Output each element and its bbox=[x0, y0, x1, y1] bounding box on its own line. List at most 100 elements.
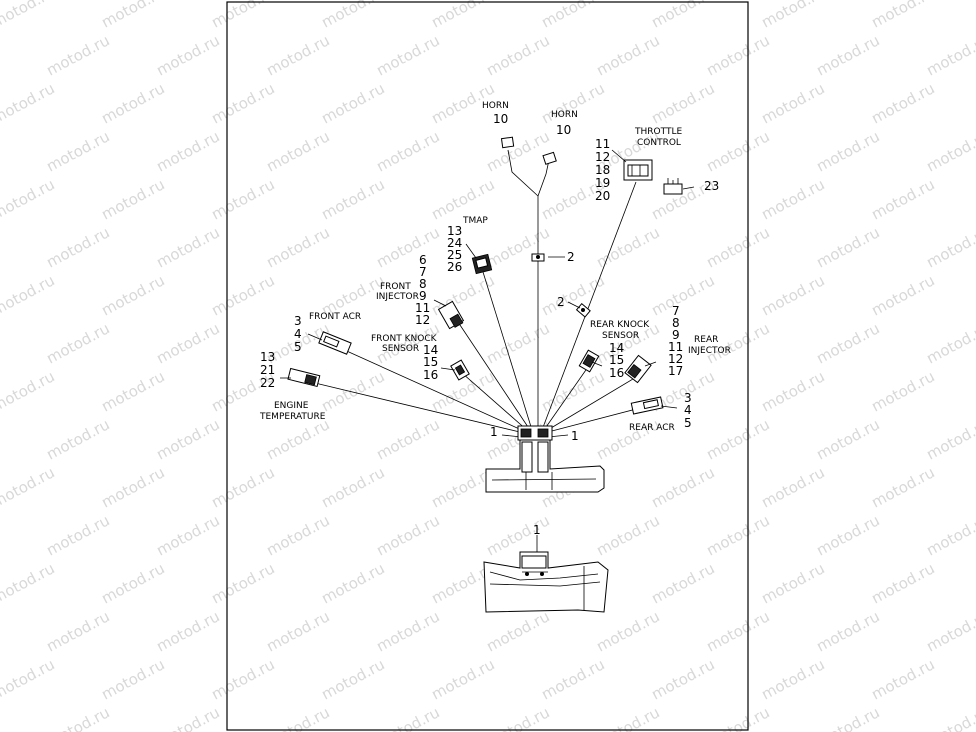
label-rear-acr: REAR ACR bbox=[629, 423, 675, 433]
watermark-text: motod.ru bbox=[208, 0, 277, 32]
watermark-text: motod.ru bbox=[153, 415, 222, 463]
watermark-text: motod.ru bbox=[263, 223, 332, 271]
label-throttle-control: THROTTLE bbox=[634, 127, 682, 137]
watermark-text: motod.ru bbox=[153, 31, 222, 79]
label-rear-injector-2: INJECTOR bbox=[688, 346, 731, 356]
watermark-text: motod.ru bbox=[813, 511, 882, 559]
callout-tmap-2: 25 bbox=[447, 248, 462, 262]
watermark-text: motod.ru bbox=[153, 703, 222, 732]
callout-front-acr-1: 4 bbox=[294, 327, 302, 341]
callout-hub-left: 1 bbox=[490, 425, 498, 439]
watermark-text: motod.ru bbox=[703, 511, 772, 559]
watermark-text: motod.ru bbox=[98, 655, 167, 703]
callout-front-injector-1: 7 bbox=[419, 265, 427, 279]
watermark-text: motod.ru bbox=[318, 367, 387, 415]
watermark-text: motod.ru bbox=[483, 127, 552, 175]
watermark-text: motod.ru bbox=[318, 655, 387, 703]
watermark-text: motod.ru bbox=[208, 559, 277, 607]
watermark-text: motod.ru bbox=[263, 703, 332, 732]
callout-rear-injector-5: 17 bbox=[668, 364, 683, 378]
callout-tmap-3: 26 bbox=[447, 260, 462, 274]
watermark-text: motod.ru bbox=[648, 0, 717, 32]
watermark-text: motod.ru bbox=[923, 127, 976, 175]
watermark-text: motod.ru bbox=[373, 607, 442, 655]
watermark-text: motod.ru bbox=[373, 511, 442, 559]
watermark-text: motod.ru bbox=[868, 655, 937, 703]
watermark-text: motod.ru bbox=[758, 271, 827, 319]
label-front-injector: FRONT bbox=[380, 282, 411, 292]
watermark-text: motod.ru bbox=[648, 463, 717, 511]
callout-clip-lower: 2 bbox=[557, 295, 565, 309]
watermark-text: motod.ru bbox=[43, 511, 112, 559]
watermark-text: motod.ru bbox=[98, 463, 167, 511]
callout-lower-view: 1 bbox=[533, 523, 541, 537]
callout-front-knock-1: 15 bbox=[423, 355, 438, 369]
watermark-text: motod.ru bbox=[758, 463, 827, 511]
watermark-text: motod.ru bbox=[538, 0, 607, 32]
watermark-text: motod.ru bbox=[373, 31, 442, 79]
watermark-text: motod.ru bbox=[0, 271, 58, 319]
watermark-text: motod.ru bbox=[0, 415, 3, 463]
watermark-text: motod.ru bbox=[208, 463, 277, 511]
callout-front-injector-5: 12 bbox=[415, 313, 430, 327]
callout-engine-temp-2: 22 bbox=[260, 376, 275, 390]
watermark-text: motod.ru bbox=[373, 127, 442, 175]
callout-engine-temp-1: 21 bbox=[260, 363, 275, 377]
label-rear-injector: REAR bbox=[694, 335, 718, 345]
watermark-text: motod.ru bbox=[483, 703, 552, 732]
watermark-text: motod.ru bbox=[923, 223, 976, 271]
watermark-text: motod.ru bbox=[593, 223, 662, 271]
callout-engine-temp-0: 13 bbox=[260, 350, 275, 364]
watermark-text: motod.ru bbox=[373, 223, 442, 271]
watermark-text: motod.ru bbox=[758, 367, 827, 415]
callout-rear-injector-0: 7 bbox=[672, 304, 680, 318]
watermark-text: motod.ru bbox=[923, 31, 976, 79]
label-front-knock-2: SENSOR bbox=[382, 344, 419, 354]
watermark-text: motod.ru bbox=[0, 463, 58, 511]
label-throttle-control-2: CONTROL bbox=[637, 138, 681, 148]
callout-front-injector-4: 11 bbox=[415, 301, 430, 315]
callout-tmap-1: 24 bbox=[447, 236, 462, 250]
watermark-text: motod.ru bbox=[648, 271, 717, 319]
callout-rear-injector-3: 11 bbox=[668, 340, 683, 354]
watermark-text: motod.ru bbox=[373, 703, 442, 732]
watermark-text: motod.ru bbox=[98, 79, 167, 127]
watermark-text: motod.ru bbox=[43, 607, 112, 655]
watermark-text: motod.ru bbox=[813, 415, 882, 463]
part-labels: HORN HORN THROTTLE CONTROL TMAP FRONT IN… bbox=[259, 101, 731, 433]
watermark-text: motod.ru bbox=[758, 655, 827, 703]
watermark-text: motod.ru bbox=[43, 703, 112, 732]
callout-rear-injector-2: 9 bbox=[672, 328, 680, 342]
lower-clip bbox=[575, 303, 591, 318]
watermark-text: motod.ru bbox=[0, 223, 3, 271]
watermark-text: motod.ru bbox=[0, 607, 3, 655]
watermark-text: motod.ru bbox=[428, 271, 497, 319]
harness-wires bbox=[314, 149, 641, 434]
watermark-text: motod.ru bbox=[0, 127, 3, 175]
watermark-text: motod.ru bbox=[263, 415, 332, 463]
watermark-text: motod.ru bbox=[703, 415, 772, 463]
watermark-text: motod.ru bbox=[43, 319, 112, 367]
frame-mount-lower bbox=[483, 551, 609, 613]
watermark-text: motod.ru bbox=[923, 607, 976, 655]
watermark-text: motod.ru bbox=[868, 463, 937, 511]
callout-horn-left: 10 bbox=[493, 112, 508, 126]
callout-front-acr-2: 5 bbox=[294, 340, 302, 354]
watermark-text: motod.ru bbox=[373, 415, 442, 463]
watermark-text: motod.ru bbox=[0, 0, 58, 32]
watermark-text: motod.ru bbox=[318, 79, 387, 127]
callout-horn-right: 10 bbox=[556, 123, 571, 137]
watermark-text: motod.ru bbox=[703, 223, 772, 271]
label-tmap: TMAP bbox=[462, 216, 488, 226]
rear-injector-connector bbox=[624, 354, 652, 384]
watermark-text: motod.ru bbox=[538, 655, 607, 703]
watermark-text: motod.ru bbox=[98, 559, 167, 607]
callout-front-knock-2: 16 bbox=[423, 368, 438, 382]
watermark-text: motod.ru bbox=[263, 607, 332, 655]
callout-throttle-3: 19 bbox=[595, 176, 610, 190]
callout-rear-acr-0: 3 bbox=[684, 391, 692, 405]
watermark-text: motod.ru bbox=[648, 559, 717, 607]
watermark-text: motod.ru bbox=[0, 175, 58, 223]
watermark-text: motod.ru bbox=[98, 175, 167, 223]
